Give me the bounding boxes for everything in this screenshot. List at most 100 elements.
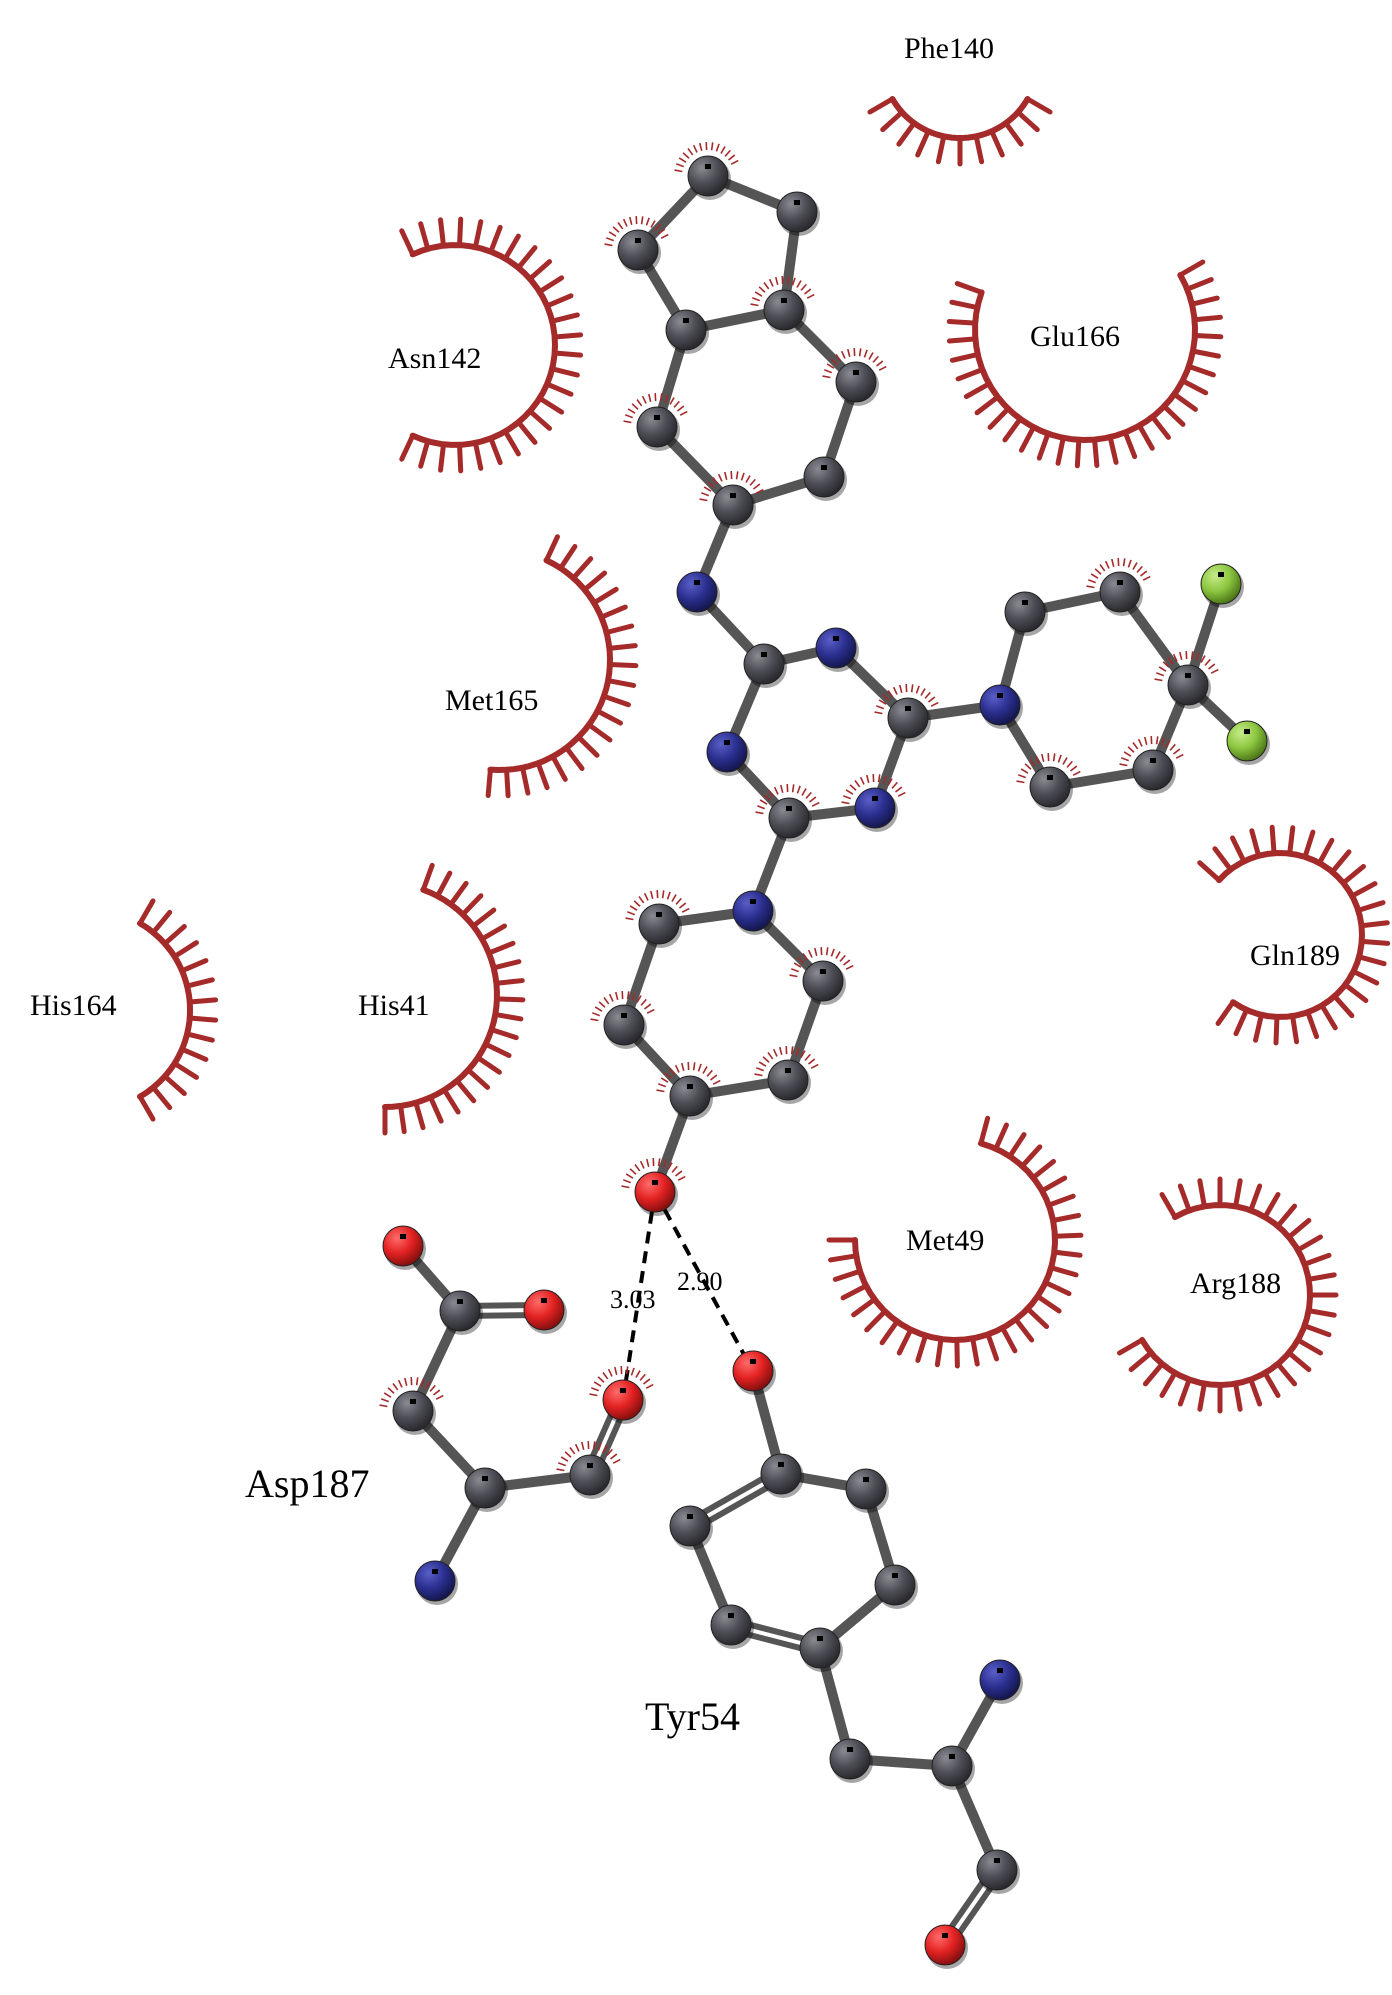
arc-spoke <box>1035 1293 1062 1314</box>
contact-spokes <box>379 142 1219 1472</box>
spoke <box>607 1368 613 1377</box>
arc-spoke <box>1052 1232 1084 1239</box>
arc-spoke <box>1051 1249 1083 1258</box>
arc-spoke <box>604 623 635 636</box>
spoke <box>763 282 770 290</box>
spoke <box>650 220 656 228</box>
spoke <box>580 1441 585 1450</box>
arc-spoke <box>851 1296 878 1318</box>
spoke <box>626 991 630 1000</box>
spoke <box>807 949 813 958</box>
residue-label-glu166: Glu166 <box>1030 320 1120 353</box>
arc-spoke <box>1128 1350 1154 1373</box>
carbon-atom-c35 <box>976 1849 1020 1894</box>
arc-spoke <box>418 221 431 252</box>
oxygen-atom-o4 <box>602 1379 646 1424</box>
spoke <box>735 471 739 480</box>
atom-sphere <box>874 1564 916 1606</box>
carbon-atom-c19 <box>802 960 846 1005</box>
spoke <box>878 365 887 371</box>
arc-spoke <box>454 1078 477 1104</box>
arc-spoke <box>1275 1203 1298 1229</box>
atom-highlight <box>654 415 660 420</box>
spoke <box>1204 658 1211 666</box>
arc-spoke <box>460 893 484 917</box>
spoke <box>709 1074 718 1081</box>
arc-spoke <box>1184 277 1214 292</box>
spoke <box>778 1046 783 1055</box>
carbon-atom-c32 <box>799 1627 843 1672</box>
spoke <box>1052 753 1056 762</box>
spoke <box>627 408 636 414</box>
hydrophobic-arc-gln189 <box>1197 824 1391 1046</box>
carbon-atom-c8 <box>803 456 847 501</box>
carbon-atom-c12 <box>768 797 812 842</box>
spoke <box>1172 748 1181 755</box>
residue-label-gln189: Gln189 <box>1250 939 1340 972</box>
carbon-atom-c26 <box>464 1467 508 1512</box>
spoke <box>678 902 687 909</box>
atom-highlight <box>949 1754 955 1759</box>
atom-sphere <box>835 361 877 403</box>
atom-highlight <box>724 740 730 745</box>
spoke <box>887 690 894 698</box>
spoke <box>1034 755 1040 764</box>
spoke <box>706 1069 713 1077</box>
spoke <box>877 774 881 783</box>
spoke <box>854 780 861 788</box>
arc-spoke <box>1350 968 1380 986</box>
spoke <box>865 774 870 783</box>
arc-spoke <box>955 367 985 382</box>
residue-label-his41: His41 <box>358 989 430 1022</box>
arc-spoke <box>989 128 1005 158</box>
spoke <box>425 1381 431 1389</box>
atom-highlight <box>872 796 878 801</box>
atom-sphere <box>979 684 1021 726</box>
spoke <box>841 801 850 805</box>
spoke <box>773 786 779 795</box>
spoke <box>679 410 688 416</box>
spoke <box>625 1173 634 1179</box>
arc-spoke <box>537 275 565 295</box>
atom-highlight <box>761 652 767 657</box>
spoke <box>842 959 851 966</box>
spoke <box>779 784 784 793</box>
arc-spoke <box>457 442 464 474</box>
contact-spokes-c18 <box>625 890 690 921</box>
spoke <box>1158 666 1167 672</box>
carbon-atom-c4 <box>763 289 807 334</box>
atom-highlight <box>705 164 711 169</box>
spoke <box>897 791 906 797</box>
contact-spokes-c7 <box>623 393 688 424</box>
arc-spoke <box>1262 1192 1281 1220</box>
carbon-atom-c30 <box>874 1564 918 1609</box>
arc-spoke <box>1117 1337 1145 1356</box>
arc-spoke <box>1342 982 1369 1003</box>
atom-sphere <box>854 787 896 829</box>
arc-spoke <box>974 394 1001 416</box>
atom-sphere <box>636 406 678 448</box>
atom-highlight <box>621 1013 627 1018</box>
spoke <box>793 962 802 968</box>
atom-highlight <box>730 493 736 498</box>
spoke <box>807 1058 816 1065</box>
arc-spoke <box>1042 1280 1072 1297</box>
carbon-atom-c2 <box>776 191 820 236</box>
spoke <box>647 393 652 402</box>
spoke <box>1136 565 1143 573</box>
arc-spoke <box>963 381 992 400</box>
arc-spoke <box>549 312 580 324</box>
spoke <box>654 223 661 231</box>
spoke <box>924 691 931 699</box>
spoke <box>597 1376 605 1383</box>
arc-spoke <box>1287 825 1296 857</box>
atom-sphere <box>1004 591 1046 633</box>
arc-spoke <box>575 734 600 758</box>
spoke <box>758 286 766 293</box>
atom-sphere <box>665 309 707 351</box>
spoke <box>629 1168 637 1175</box>
contact-spokes-c20 <box>590 991 655 1022</box>
spoke <box>1119 763 1128 767</box>
spoke <box>633 900 641 907</box>
spoke <box>1162 661 1170 668</box>
